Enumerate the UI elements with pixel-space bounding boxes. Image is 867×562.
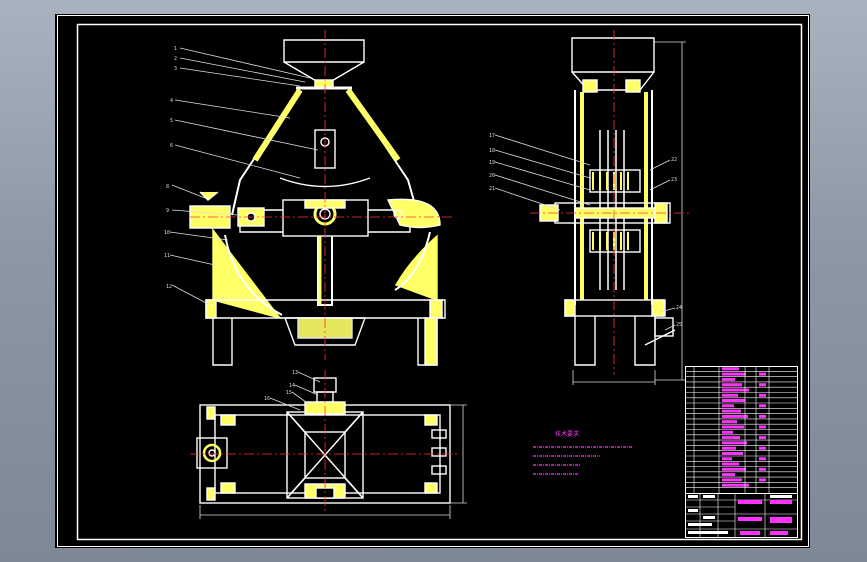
table-row (722, 452, 743, 455)
svg-text:10: 10 (164, 230, 170, 236)
svg-text:23: 23 (671, 177, 677, 183)
table-row (722, 483, 749, 487)
table-row (722, 388, 749, 392)
table-cell (759, 446, 766, 450)
outer-frame (57, 15, 809, 547)
svg-text:6: 6 (170, 143, 173, 149)
table-cell (759, 414, 766, 418)
svg-text:14: 14 (289, 383, 295, 389)
table-row (722, 409, 741, 413)
svg-text:12: 12 (166, 284, 172, 290)
notes-heading: 技术要求 (555, 430, 579, 438)
top-view[interactable]: 13 14 15 16 (190, 370, 467, 519)
table-row (722, 430, 733, 434)
table-cell (759, 425, 766, 429)
table-cell (759, 436, 766, 440)
table-cell (759, 457, 766, 461)
svg-text:5: 5 (170, 118, 173, 124)
table-cell (759, 478, 766, 482)
technical-notes: 技术要求 (533, 430, 632, 475)
table-cell (759, 404, 766, 408)
svg-text:9: 9 (166, 208, 169, 214)
svg-text:1: 1 (174, 46, 177, 52)
svg-text:20: 20 (489, 173, 495, 179)
side-section-view[interactable]: 17 18 19 20 21 22 23 24 25 (489, 30, 690, 385)
svg-text:3: 3 (174, 66, 177, 72)
svg-text:8: 8 (166, 184, 169, 190)
table-row (722, 372, 746, 376)
svg-text:16: 16 (264, 396, 270, 402)
svg-text:13: 13 (292, 370, 298, 376)
svg-text:24: 24 (676, 305, 682, 311)
table-row (722, 478, 742, 482)
svg-text:15: 15 (286, 390, 292, 396)
table-cell (759, 467, 766, 471)
svg-text:25: 25 (676, 322, 682, 328)
table-cell (759, 393, 766, 397)
svg-text:19: 19 (489, 160, 495, 166)
table-row (722, 462, 739, 466)
table-row (722, 367, 739, 371)
parts-list-table[interactable] (685, 366, 798, 494)
inner-frame (76, 23, 803, 541)
table-row (722, 425, 744, 429)
svg-text:18: 18 (489, 148, 495, 154)
svg-text:4: 4 (170, 98, 173, 104)
table-cell (759, 372, 766, 376)
svg-text:22: 22 (671, 157, 677, 163)
table-row (722, 457, 732, 461)
table-row (722, 377, 735, 381)
table-row (722, 467, 746, 471)
svg-text:2: 2 (174, 56, 177, 62)
svg-text:21: 21 (489, 186, 495, 192)
table-row (722, 383, 742, 387)
svg-text:17: 17 (489, 133, 495, 139)
table-row (722, 404, 734, 408)
table-row (722, 420, 737, 424)
table-row (722, 473, 735, 477)
table-row (722, 393, 738, 397)
svg-text:11: 11 (164, 253, 170, 259)
table-cell (759, 383, 766, 387)
table-row (722, 399, 745, 402)
table-row (722, 446, 736, 450)
table-row (722, 414, 748, 418)
table-row (722, 441, 747, 445)
table-row (722, 436, 740, 440)
title-block (685, 493, 798, 538)
